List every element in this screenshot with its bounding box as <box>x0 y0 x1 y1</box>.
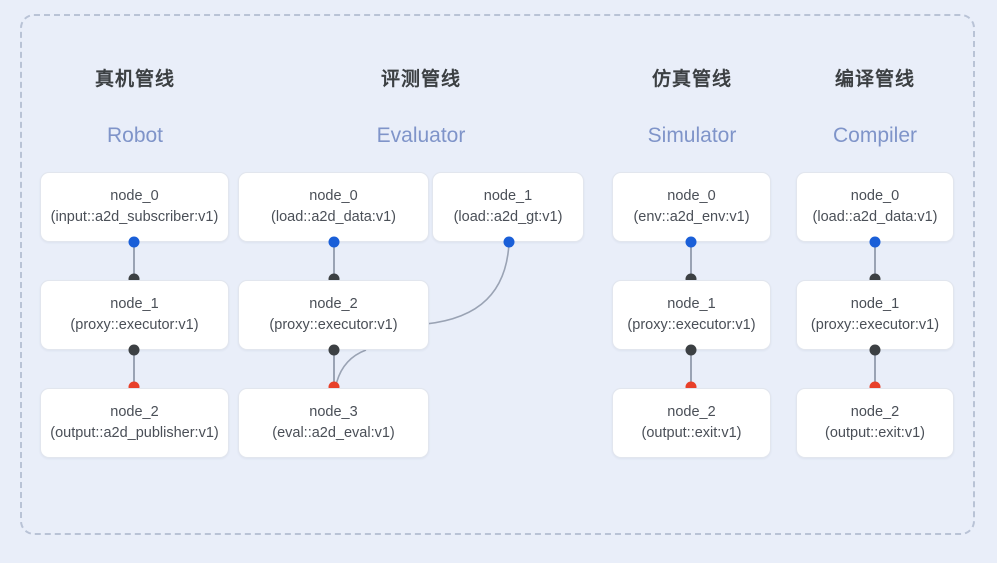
node-evaluator-0-name: node_0 <box>309 187 358 204</box>
node-compiler-0-name: node_0 <box>850 187 900 204</box>
node-evaluator-gt-name: node_1 <box>483 187 533 204</box>
node-robot-0-spec: (input::a2d_subscriber:v1) <box>50 209 219 225</box>
node-evaluator-gt-spec: (load::a2d_gt:v1) <box>453 209 563 225</box>
port-dark-evaluator-2-out[interactable] <box>328 344 340 356</box>
port-dark-simulator-1-in[interactable] <box>685 273 697 285</box>
node-evaluator-2-name: node_2 <box>309 295 358 312</box>
node-robot-2[interactable]: node_2 (output::a2d_publisher:v1) <box>40 388 229 458</box>
port-dark-evaluator-2-in[interactable] <box>328 273 340 285</box>
node-robot-0-name: node_0 <box>110 187 159 204</box>
port-blue-simulator-0-out[interactable] <box>685 236 697 248</box>
port-red-evaluator-3-in[interactable] <box>328 381 340 393</box>
pipeline-group-frame <box>20 14 975 535</box>
node-robot-2-spec: (output::a2d_publisher:v1) <box>50 425 219 441</box>
edge-compiler-1-2 <box>874 350 876 388</box>
edge-simulator-1-2 <box>690 350 692 388</box>
node-robot-1[interactable]: node_1 (proxy::executor:v1) <box>40 280 229 350</box>
port-blue-compiler-0-out[interactable] <box>869 236 881 248</box>
port-dark-compiler-1-out[interactable] <box>869 344 881 356</box>
node-robot-1-spec: (proxy::executor:v1) <box>70 317 199 333</box>
node-evaluator-3[interactable]: node_3 (eval::a2d_eval:v1) <box>238 388 429 458</box>
port-red-simulator-2-in[interactable] <box>685 381 697 393</box>
edge-evaluator-2-3 <box>333 350 335 388</box>
edge-evaluator-0-2 <box>333 242 335 280</box>
node-evaluator-0-spec: (load::a2d_data:v1) <box>271 209 396 225</box>
node-compiler-0[interactable]: node_0 (load::a2d_data:v1) <box>796 172 954 242</box>
node-simulator-2[interactable]: node_2 (output::exit:v1) <box>612 388 771 458</box>
node-compiler-2[interactable]: node_2 (output::exit:v1) <box>796 388 954 458</box>
node-compiler-1[interactable]: node_1 (proxy::executor:v1) <box>796 280 954 350</box>
port-blue-evaluator-0-out[interactable] <box>328 236 340 248</box>
edge-robot-1-2 <box>133 350 135 388</box>
node-simulator-2-spec: (output::exit:v1) <box>641 425 742 441</box>
node-simulator-2-name: node_2 <box>667 403 716 420</box>
port-dark-compiler-1-in[interactable] <box>869 273 881 285</box>
node-compiler-1-spec: (proxy::executor:v1) <box>810 317 940 333</box>
node-simulator-1[interactable]: node_1 (proxy::executor:v1) <box>612 280 771 350</box>
node-simulator-1-spec: (proxy::executor:v1) <box>627 317 756 333</box>
port-blue-robot-0-out[interactable] <box>128 236 140 248</box>
edge-compiler-0-1 <box>874 242 876 280</box>
node-simulator-0-name: node_0 <box>667 187 716 204</box>
node-evaluator-gt[interactable]: node_1 (load::a2d_gt:v1) <box>432 172 584 242</box>
port-dark-robot-1-in[interactable] <box>128 273 140 285</box>
node-evaluator-2-spec: (proxy::executor:v1) <box>269 317 398 333</box>
port-dark-simulator-1-out[interactable] <box>685 344 697 356</box>
node-evaluator-3-spec: (eval::a2d_eval:v1) <box>272 425 395 441</box>
node-evaluator-3-name: node_3 <box>309 403 358 420</box>
node-evaluator-2[interactable]: node_2 (proxy::executor:v1) <box>238 280 429 350</box>
node-simulator-0-spec: (env::a2d_env:v1) <box>633 209 750 225</box>
node-evaluator-0[interactable]: node_0 (load::a2d_data:v1) <box>238 172 429 242</box>
node-simulator-1-name: node_1 <box>667 295 716 312</box>
node-compiler-2-name: node_2 <box>850 403 900 420</box>
node-robot-0[interactable]: node_0 (input::a2d_subscriber:v1) <box>40 172 229 242</box>
port-dark-robot-1-out[interactable] <box>128 344 140 356</box>
port-red-robot-2-in[interactable] <box>128 381 140 393</box>
node-robot-2-name: node_2 <box>110 403 159 420</box>
edge-robot-0-1 <box>133 242 135 280</box>
node-compiler-0-spec: (load::a2d_data:v1) <box>812 209 938 225</box>
port-red-compiler-2-in[interactable] <box>869 381 881 393</box>
node-compiler-1-name: node_1 <box>850 295 900 312</box>
node-robot-1-name: node_1 <box>110 295 159 312</box>
port-blue-evaluator-gt-out[interactable] <box>503 236 515 248</box>
node-compiler-2-spec: (output::exit:v1) <box>825 425 925 441</box>
edge-simulator-0-1 <box>690 242 692 280</box>
node-simulator-0[interactable]: node_0 (env::a2d_env:v1) <box>612 172 771 242</box>
